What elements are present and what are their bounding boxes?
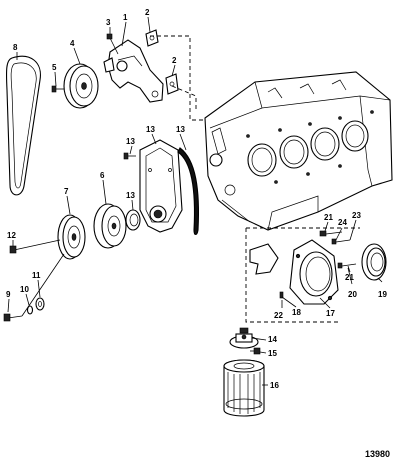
callout-4: 4 [70,39,75,48]
callout-13-seal: 13 [126,191,135,200]
cover-screw [123,152,136,160]
crankshaft-pulley [93,203,127,249]
rear-main-seal [361,243,387,281]
timing-cover [139,139,183,233]
filter-fitting [250,347,261,355]
callout-21-lower: 21 [345,273,354,282]
crank-bolt [3,253,65,322]
callout-6: 6 [100,171,105,180]
callout-10: 10 [20,285,29,294]
callout-15: 15 [268,349,277,358]
housing-bolt-lower [337,262,357,269]
callout-16: 16 [270,381,279,390]
callout-22: 22 [274,311,283,320]
callout-11: 11 [32,271,41,280]
oil-filter-adapter [229,327,259,349]
leader-lines [7,16,383,386]
washer-large [35,297,45,311]
callout-12: 12 [7,231,16,240]
water-pump [103,39,164,103]
rear-housing-gasket [249,243,279,275]
dowel-pin [279,291,284,299]
timing-cover-gasket [177,147,199,236]
callout-9: 9 [6,290,11,299]
harmonic-balancer [57,214,86,260]
rear-seal-housing [289,239,339,305]
housing-stud [331,238,351,245]
washer-small [26,305,34,315]
figure-number: 13980 [365,449,390,459]
callout-14: 14 [268,335,277,344]
pump-bolt [106,33,119,55]
pump-gasket-upper [145,29,159,47]
callout-19: 19 [378,290,387,299]
callout-8: 8 [13,43,18,52]
callout-13-cover: 13 [146,125,155,134]
balancer-bolt [9,239,61,254]
callout-20: 20 [348,290,357,299]
callout-17: 17 [326,309,335,318]
engine-block [204,71,393,231]
housing-bolt-upper [319,230,343,237]
callout-3: 3 [106,18,111,27]
callout-21-upper: 21 [324,213,333,222]
front-seal [125,209,141,231]
callout-5: 5 [52,63,57,72]
callout-23: 23 [352,211,361,220]
callout-2-upper: 2 [145,8,150,17]
pulley-bolt [51,85,64,93]
drive-belt [5,55,41,196]
oil-filter [223,359,265,417]
callout-7: 7 [64,187,69,196]
callout-1: 1 [123,13,128,22]
callout-2-lower: 2 [172,56,177,65]
callout-18: 18 [292,308,301,317]
callout-13-gasket: 13 [176,125,185,134]
callout-13-screw: 13 [126,137,135,146]
pump-gasket-lower [165,73,179,95]
water-pump-pulley [63,63,99,109]
callout-24: 24 [338,218,347,227]
